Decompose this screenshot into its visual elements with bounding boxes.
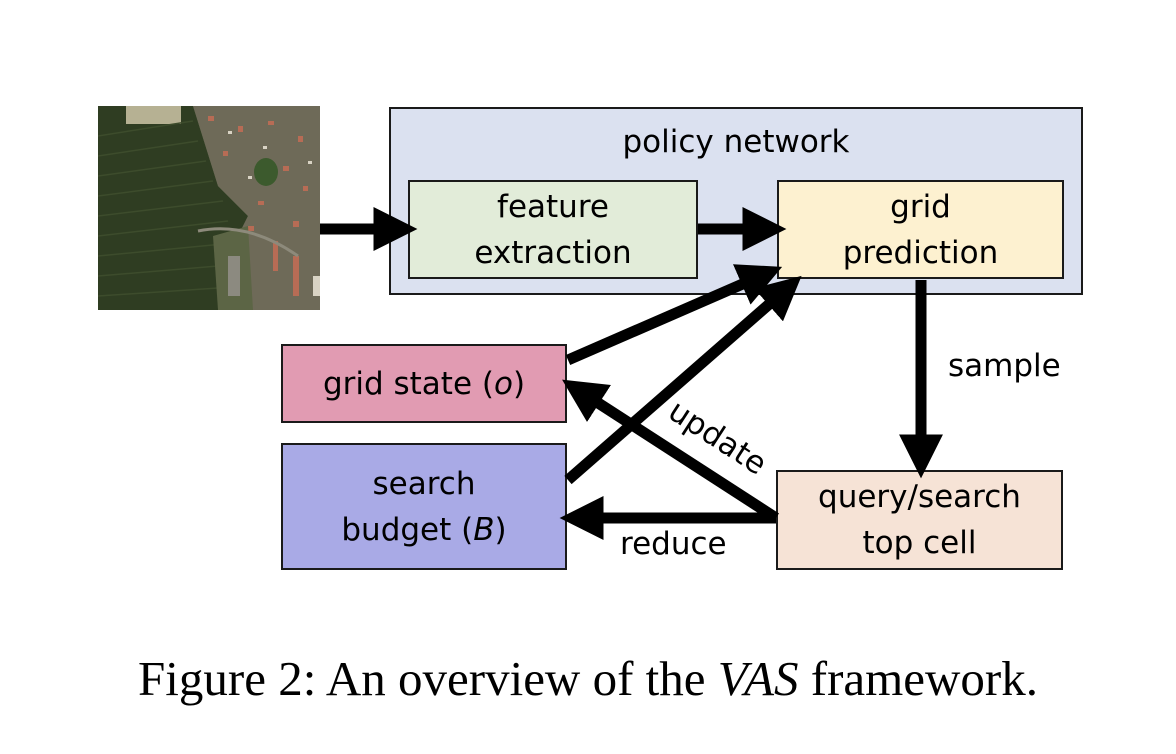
- edge-label-sample: sample: [948, 348, 1061, 384]
- search-budget-line-2: budget (: [341, 511, 474, 548]
- figure-caption: Figure 2: An overview of the VAS framewo…: [0, 650, 1176, 707]
- search-budget-line-1: search: [372, 465, 476, 502]
- grid-prediction-line-1: grid: [890, 188, 951, 225]
- search-budget-close: ): [494, 511, 507, 548]
- query-search-line-1: query/search: [818, 479, 1021, 515]
- grid-prediction-line-2: prediction: [842, 234, 999, 271]
- edge-label-update: update: [662, 393, 773, 483]
- grid-state-variable: o: [493, 365, 513, 402]
- arrow-update-to-grid-state: [562, 379, 779, 523]
- grid-state-close: ): [512, 365, 526, 402]
- feature-extraction-line-2: extraction: [474, 234, 632, 271]
- feature-extraction-line-1: feature: [497, 188, 609, 225]
- grid-state-text: grid state (: [322, 365, 494, 402]
- caption-emphasis: VAS: [717, 651, 799, 706]
- grid-state-box: grid state (o): [281, 344, 567, 423]
- arrow-grid-state-to-prediction: [565, 264, 783, 366]
- caption-suffix: framework.: [798, 651, 1038, 706]
- policy-network-title: policy network: [622, 124, 850, 160]
- satellite-input-image: [98, 106, 320, 310]
- feature-extraction-box: feature extraction: [408, 180, 698, 279]
- search-budget-variable: B: [473, 511, 495, 548]
- query-search-line-2: top cell: [862, 525, 977, 561]
- caption-prefix: Figure 2: An overview of the: [138, 651, 718, 706]
- grid-prediction-box: grid prediction: [777, 180, 1064, 279]
- edge-label-reduce: reduce: [620, 526, 727, 562]
- arrow-search-budget-to-prediction: [564, 275, 802, 485]
